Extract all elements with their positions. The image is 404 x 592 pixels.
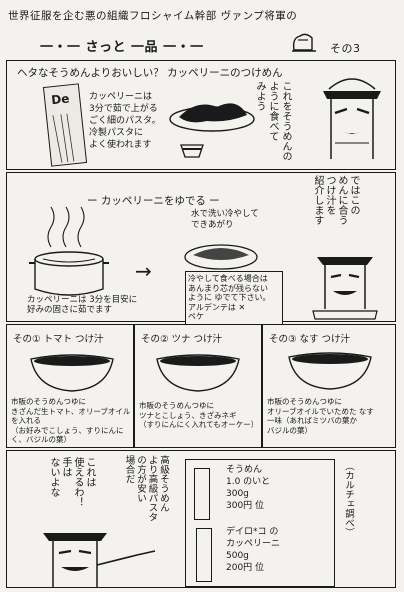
cooking-tip-box: 冷やして食べる場合は あんまり芯が残らない ように ゆでて下さい。 アルデンテは… xyxy=(185,271,283,325)
pasta-package: De xyxy=(42,83,88,167)
tuna-bowl xyxy=(156,354,240,392)
boiling-pot xyxy=(29,251,109,296)
panel-boil: ー カッペリーニをゆでる ー カッペリーニは 3分を目安に 好みの固さに茹でます… xyxy=(6,172,396,325)
eggplant-recipe: 市販のそうめんつゆに オリーブオイルでいためた なす 一味（あればミツバの葉か … xyxy=(267,397,374,435)
vamp-speech-2: ではこの めんに合う つけ汁を 紹介します xyxy=(312,175,359,225)
panel-prices: これは 使えるわ！ 手は ないよな 高級そうめん より高級パスタ の方が安い 場… xyxy=(6,450,396,588)
panel-soups: その① トマト つけ汁 市販のそうめんつゆに きざんだ生トマト、オリーブオイル … xyxy=(6,324,396,448)
capellini-price: デイロ*コ の カッペリーニ 500g 200円 位 xyxy=(226,527,281,573)
author-icon xyxy=(290,30,318,54)
panel-intro-title: ヘタなそうめんよりおいしい？ カッペリーニのつけめん xyxy=(17,67,283,79)
step-arrow: → xyxy=(135,259,152,283)
boil-instruction: カッペリーニは 3分を目安に 好みの固さに茹でます xyxy=(27,295,138,315)
vamp-general-pointing xyxy=(43,533,156,587)
series-title: 世界征服を企む悪の組織フロシャイム幹部 ヴァンプ将軍の xyxy=(8,10,298,22)
somen-price: そうめん 1.0 のいと 300g 300円 位 xyxy=(226,465,271,511)
eggplant-bowl xyxy=(288,352,372,390)
capellini-description: カッペリーニは 3分で茹で上がる ごく細のパスタ。 冷製パスタに よく使われます xyxy=(89,92,161,150)
rinse-note: 水で洗い冷やして できあがり xyxy=(191,209,259,230)
tomato-bowl xyxy=(30,354,114,392)
package-label: De xyxy=(50,91,71,108)
vamp-speech-1: これをそうめんの ように食べて みよう xyxy=(254,81,291,161)
drained-pasta xyxy=(184,244,258,270)
vamp-speech-4: 高級そうめん より高級パスタ の方が安い 場合だ xyxy=(123,455,170,522)
somen-strip xyxy=(194,468,210,520)
pasta-plate xyxy=(169,103,255,132)
panel-intro: ヘタなそうめんよりおいしい？ カッペリーニのつけめん De カッペリーニは 3分… xyxy=(6,60,396,170)
tuna-recipe: 市販のそうめんつゆに ツナとこしょう、きざみネギ （すりにんにく入れてもオーケー… xyxy=(139,401,259,429)
tomato-label: その① トマト つけ汁 xyxy=(13,334,104,345)
dipping-cup xyxy=(180,144,204,158)
vamp-speech-3: これは 使えるわ！ 手は ないよな xyxy=(48,457,95,507)
steam-icon xyxy=(47,206,85,248)
panel-boil-title: ー カッペリーニをゆでる ー xyxy=(87,195,220,207)
capellini-strip xyxy=(196,528,212,582)
vamp-general-face xyxy=(323,78,381,159)
episode-title: 一・一 さっと 一品 一・一 xyxy=(40,40,204,55)
eggplant-label: その③ なす つけ汁 xyxy=(269,334,351,345)
vamp-general-body xyxy=(312,257,378,320)
tuna-label: その② ツナ つけ汁 xyxy=(141,334,223,345)
price-board: そうめん 1.0 のいと 300g 300円 位 デイロ*コ の カッペリーニ … xyxy=(185,459,335,587)
research-credit: （カルチェ調べ） xyxy=(343,461,354,537)
part-number: その3 xyxy=(330,42,361,55)
tomato-recipe: 市販のそうめんつゆに きざんだ生トマト、オリーブオイル を入れる （お好みでこし… xyxy=(11,397,131,444)
